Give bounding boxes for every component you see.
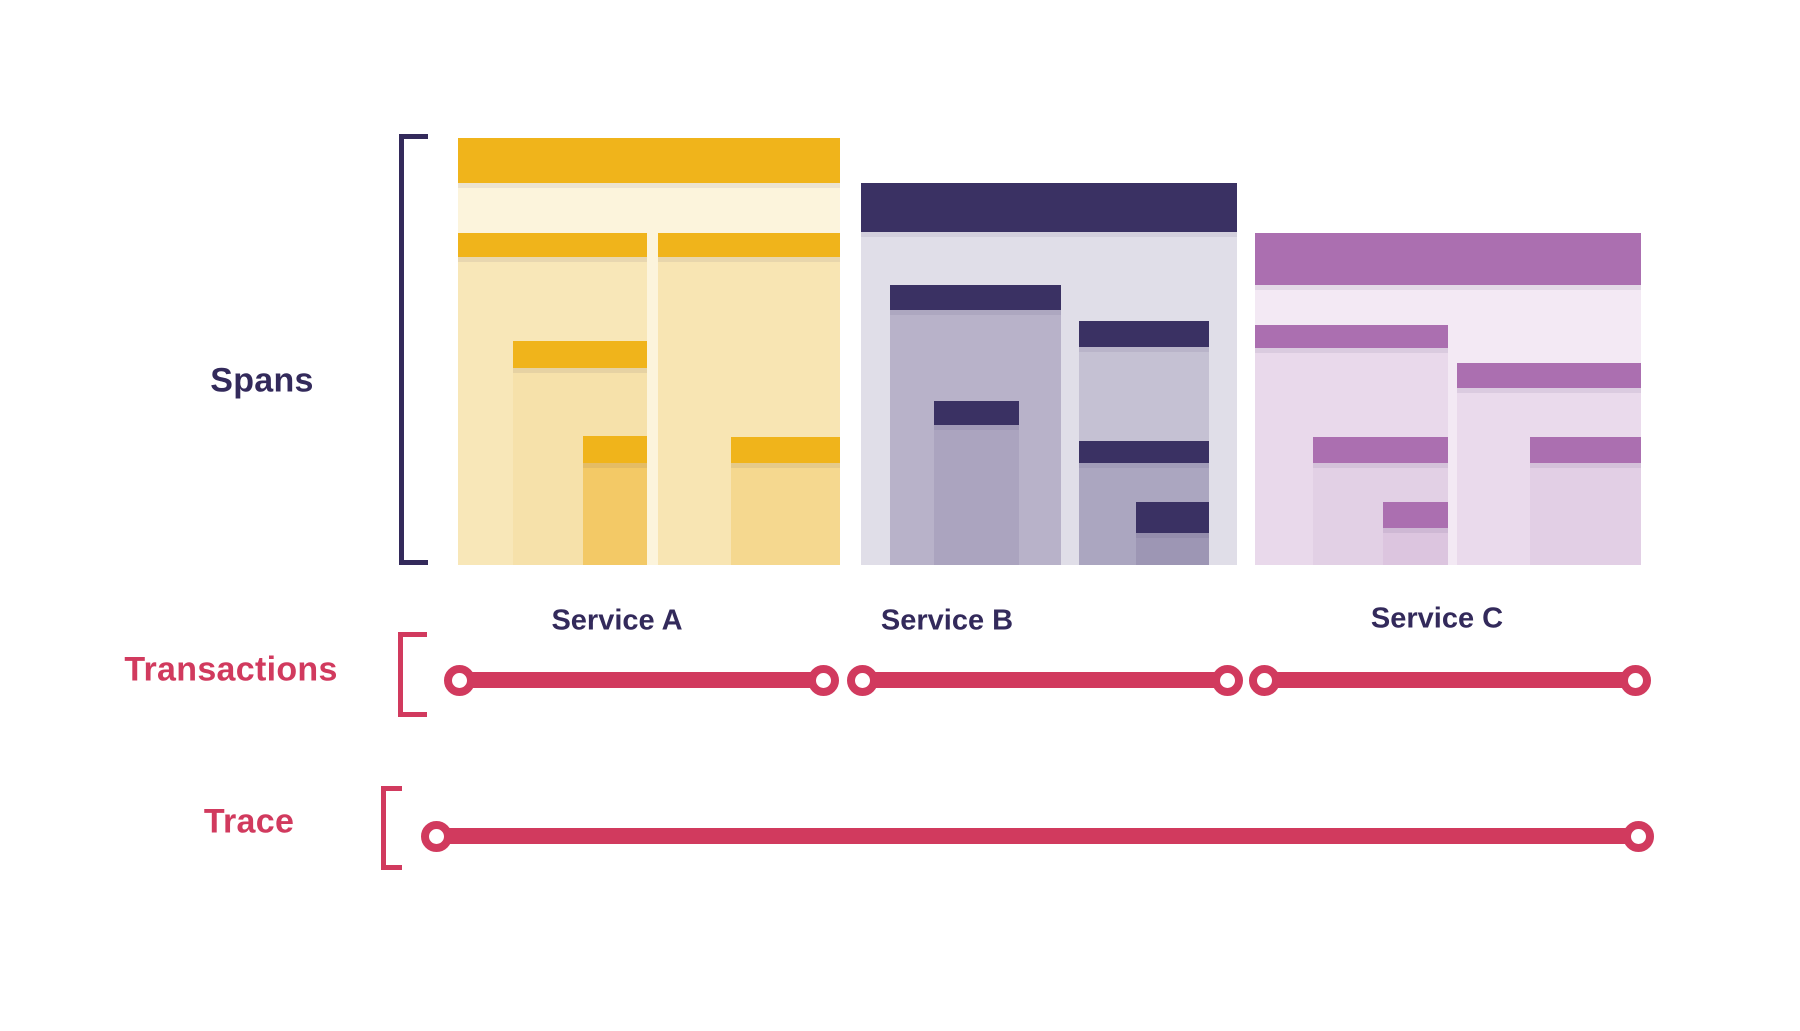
transaction-endpoint (1248, 664, 1280, 696)
span-body (731, 463, 840, 565)
transaction-endpoint (443, 664, 475, 696)
span-bar (1530, 437, 1641, 463)
span-bar (934, 401, 1019, 425)
transaction-endpoint (1211, 664, 1243, 696)
span-body (1136, 533, 1209, 565)
span-bar (1383, 502, 1448, 528)
span-bar (583, 436, 647, 463)
trace-endpoint (420, 820, 452, 852)
span-bar (1136, 502, 1209, 533)
transaction-endpoint (846, 664, 878, 696)
span-bar (513, 341, 647, 368)
root-span-bar (458, 138, 840, 183)
transactions-label: Transactions (124, 650, 338, 689)
span-bar (731, 437, 840, 463)
span-body (934, 425, 1019, 565)
transactions-bracket (398, 632, 427, 717)
span-bar (658, 233, 840, 257)
span-body (583, 463, 647, 565)
trace-bracket (381, 786, 402, 870)
span-bar (1457, 363, 1641, 388)
transaction-line (862, 672, 1227, 688)
service-label: Service C (1370, 602, 1504, 635)
spans-bracket (399, 134, 428, 565)
spans-label: Spans (210, 361, 314, 400)
span-bar (890, 285, 1061, 310)
trace-line (436, 828, 1638, 844)
transaction-endpoint (1619, 664, 1651, 696)
span-body (1530, 463, 1641, 565)
transaction-line (459, 672, 823, 688)
service-label: Service B (880, 604, 1014, 637)
trace-endpoint (1622, 820, 1654, 852)
trace-label: Trace (203, 802, 295, 841)
span-bar (458, 233, 647, 257)
span-body (1383, 528, 1448, 565)
transaction-line (1264, 672, 1635, 688)
root-span-bar (1255, 233, 1641, 285)
root-span-bar (861, 183, 1237, 232)
span-bar (1079, 441, 1209, 463)
service-label: Service A (551, 604, 683, 637)
span-bar (1313, 437, 1448, 463)
span-bar (1079, 321, 1209, 347)
span-bar (1255, 325, 1448, 348)
transaction-endpoint (807, 664, 839, 696)
